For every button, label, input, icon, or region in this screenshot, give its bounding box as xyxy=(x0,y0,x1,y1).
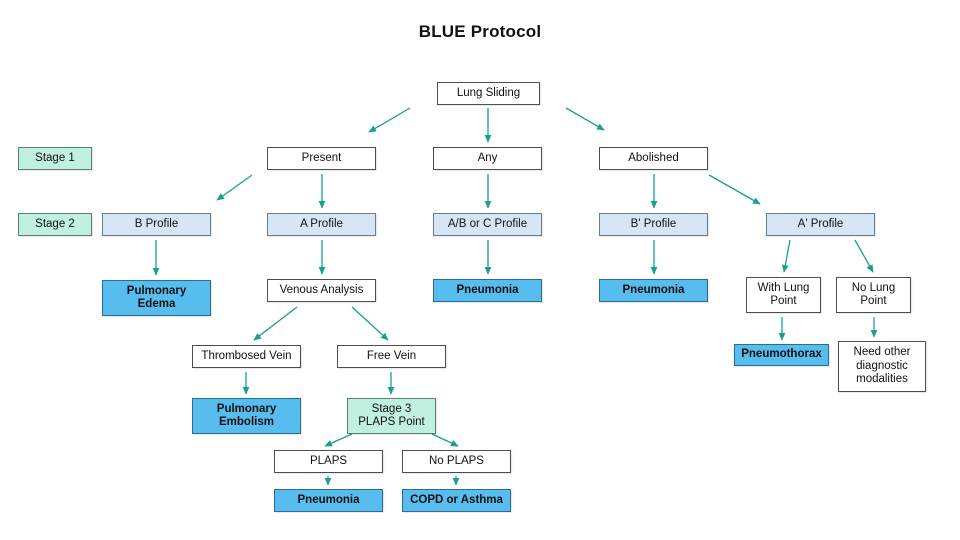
node-no-plaps[interactable]: No PLAPS xyxy=(402,450,511,473)
node-free-vein[interactable]: Free Vein xyxy=(337,345,446,368)
edge-venous-analysis-to-free-vein xyxy=(351,306,389,341)
node-thrombosed-vein[interactable]: Thrombosed Vein xyxy=(192,345,301,368)
node-lung-sliding[interactable]: Lung Sliding xyxy=(437,82,540,105)
node-ab-c-profile[interactable]: A/B or C Profile xyxy=(433,213,542,236)
node-plaps[interactable]: PLAPS xyxy=(274,450,383,473)
node-pneumonia-bp[interactable]: Pneumonia xyxy=(599,279,708,302)
edge-venous-analysis-to-thrombosed-vein xyxy=(253,306,298,341)
node-any[interactable]: Any xyxy=(433,147,542,170)
node-label: COPD or Asthma xyxy=(410,493,503,506)
node-label: B Profile xyxy=(134,217,179,230)
node-label: Stage 1 xyxy=(35,151,75,164)
node-label: Any xyxy=(477,151,498,164)
node-b-profile[interactable]: B Profile xyxy=(102,213,211,236)
node-label: Abolished xyxy=(628,151,679,164)
node-a-prime[interactable]: A' Profile xyxy=(766,213,875,236)
node-label: Pneumothorax xyxy=(741,348,822,361)
node-copd-asthma[interactable]: COPD or Asthma xyxy=(402,489,511,512)
node-label: Lung Sliding xyxy=(456,86,521,99)
node-abolished[interactable]: Abolished xyxy=(599,147,708,170)
node-label: Pneumonia xyxy=(297,493,360,506)
node-label: PLAPS xyxy=(309,454,348,467)
node-label: No PLAPS xyxy=(429,454,484,467)
node-pneumothorax[interactable]: Pneumothorax xyxy=(734,344,829,366)
edge-stage-3-plaps-to-plaps xyxy=(324,433,353,447)
edge-abolished-to-a-prime xyxy=(708,174,761,205)
node-b-prime[interactable]: B' Profile xyxy=(599,213,708,236)
node-label: A' Profile xyxy=(797,217,844,230)
node-label: B' Profile xyxy=(630,217,677,230)
node-label: A Profile xyxy=(300,217,343,230)
node-pneumonia-c[interactable]: Pneumonia xyxy=(433,279,542,302)
edge-present-to-b-profile xyxy=(216,174,253,201)
node-present[interactable]: Present xyxy=(267,147,376,170)
node-pneumonia-plaps[interactable]: Pneumonia xyxy=(274,489,383,512)
node-label: Pneumonia xyxy=(456,283,519,296)
edge-a-prime-to-with-lung-point xyxy=(781,239,791,273)
node-label: Pneumonia xyxy=(622,283,685,296)
node-label: Stage 2 xyxy=(35,217,75,230)
node-stage-1[interactable]: Stage 1 xyxy=(18,147,92,170)
node-label: Free Vein xyxy=(366,349,417,362)
node-label: A/B or C Profile xyxy=(447,217,528,230)
node-label: Venous Analysis xyxy=(279,283,364,296)
edge-a-prime-to-no-lung-point xyxy=(854,239,874,273)
edge-lung-sliding-to-present xyxy=(368,107,411,133)
node-a-profile[interactable]: A Profile xyxy=(267,213,376,236)
node-venous-analysis[interactable]: Venous Analysis xyxy=(267,279,376,302)
node-label: Thrombosed Vein xyxy=(201,349,292,362)
edge-lung-sliding-to-abolished xyxy=(565,107,605,131)
page-title: BLUE Protocol xyxy=(418,22,542,41)
node-stage-2[interactable]: Stage 2 xyxy=(18,213,92,236)
node-label: Present xyxy=(301,151,342,164)
edge-stage-3-plaps-to-no-plaps xyxy=(431,433,459,447)
